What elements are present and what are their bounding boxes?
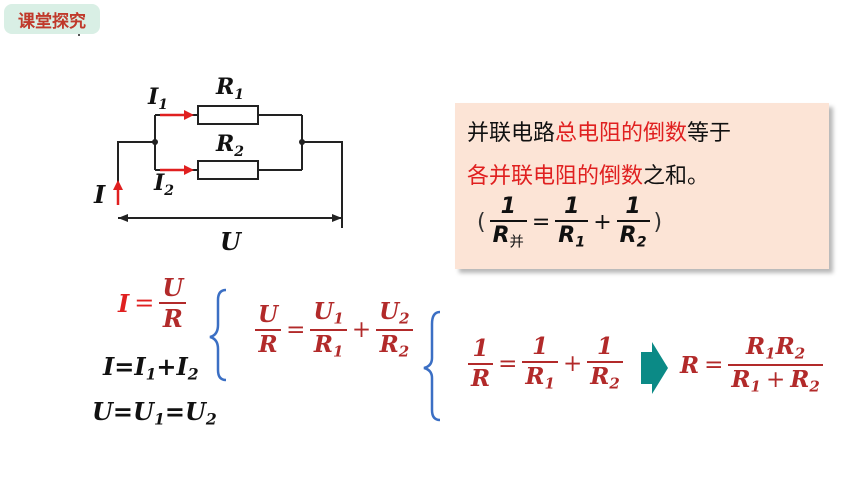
label-r1: R1	[215, 74, 244, 103]
section-tag: 课堂探究	[4, 4, 100, 34]
label-i: I	[93, 180, 106, 209]
brace-left	[209, 288, 227, 382]
resistor-r2	[197, 160, 259, 180]
label-i2: I2	[153, 170, 174, 199]
span-arrow-left	[118, 214, 128, 222]
label-r2: R2	[215, 131, 244, 160]
implies-arrow-icon	[641, 342, 668, 394]
span-arrow-right	[332, 214, 342, 222]
circuit-wire-right	[302, 141, 343, 228]
dot-mark	[78, 34, 80, 36]
current-relation: I=I1+I2	[103, 352, 199, 384]
junction-left	[152, 139, 158, 145]
parallel-circuit-diagram: I1 R1 R2 I2 I U	[93, 74, 343, 256]
resistor-r1	[197, 105, 259, 125]
label-i1: I1	[147, 84, 168, 113]
section-tag-label: 课堂探究	[18, 11, 86, 32]
rule-line-2: 各并联电阻的倒数之和。	[467, 164, 710, 189]
label-u: U	[220, 227, 243, 256]
brace-right	[423, 310, 441, 422]
junction-right	[299, 139, 305, 145]
voltage-relation: U=U1=U2	[92, 397, 217, 429]
total-resistance-equation: R= R1R2 R1+R2	[680, 334, 823, 395]
rule-line-1: 并联电路总电阻的倒数等于	[467, 121, 732, 146]
